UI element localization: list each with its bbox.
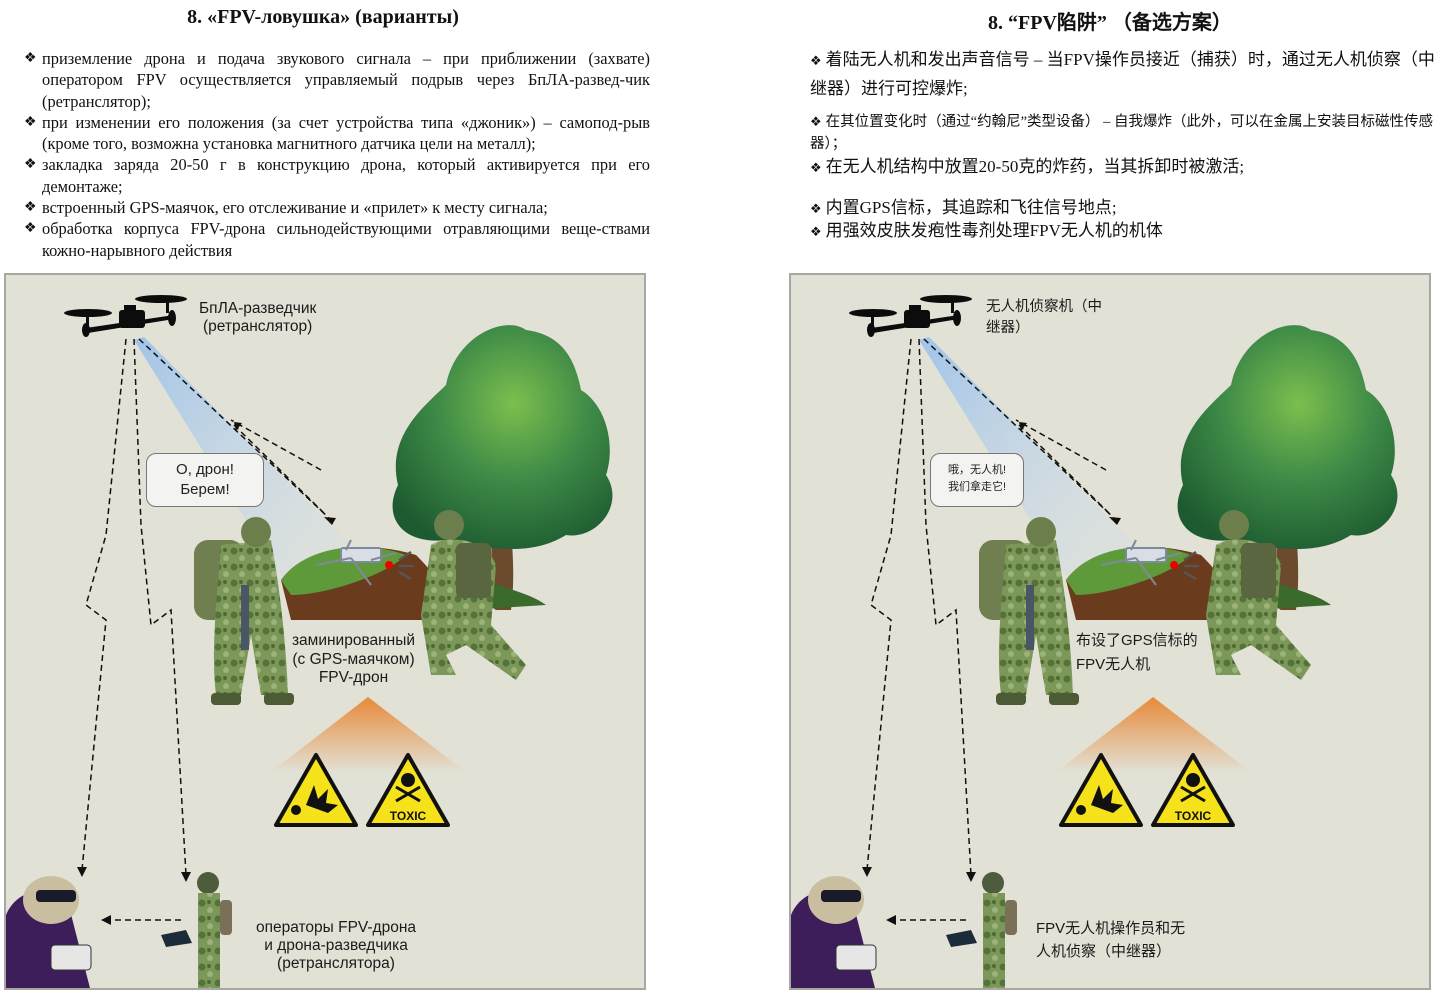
toxic-warning-sign: TOXIC — [1151, 753, 1235, 827]
crouching-soldier — [1206, 510, 1311, 680]
diamond-bullet-icon: ❖ — [810, 114, 822, 129]
bullet-item: ❖内置GPS信标，其追踪和飞往信号地点; — [810, 198, 1117, 217]
soldier-with-backpack — [194, 517, 294, 705]
bullet-item: ❖用强效皮肤发疱性毒剂处理FPV无人机的机体 — [810, 221, 1163, 240]
recon-drone-icon — [64, 295, 187, 337]
speech-bubble: 哦，无人机! 我们拿走它! — [930, 453, 1024, 507]
slide-title: 8. “FPV陷阱” （备选方案） — [988, 12, 1232, 34]
arrow-heads — [862, 422, 1121, 925]
bullet-item: ❖при изменении его положения (за счет ус… — [24, 112, 650, 154]
soldier-with-backpack — [979, 517, 1079, 705]
mined-drone-label: 布设了GPS信标的 FPV无人机 — [1076, 632, 1198, 673]
diamond-bullet-icon: ❖ — [810, 160, 822, 175]
bullet-list: ❖在无人机结构中放置20-50克的炸药，当其拆卸时被激活; — [810, 155, 1440, 180]
sound-signal-icon — [1183, 550, 1199, 581]
fpv-trap-illustration: TOXIC — [6, 295, 613, 988]
bullet-item: ❖在其位置变化时（通过“约翰尼”类型设备） – 自我爆炸（此外，可以在金属上安装… — [810, 114, 1434, 152]
operators-label: операторы FPV-дрона и дрона-разведчика (… — [255, 919, 417, 972]
recon-operator-figure — [946, 872, 1017, 988]
explosive-warning-sign — [274, 753, 358, 827]
diagram-panel: TOXIC БпЛА-разведчик (ретранслятор) О — [4, 273, 646, 990]
bullet-list: ❖приземление дрона и подача звукового си… — [24, 48, 650, 261]
recon-drone-label: БпЛА-разведчик (ретранслятор) — [199, 300, 317, 335]
operators-label: FPV无人机操作员和无 人机侦察（中继器） — [1036, 920, 1186, 960]
camera-beam — [919, 337, 1146, 625]
bullet-item: ❖приземление дрона и подача звукового си… — [24, 49, 650, 111]
russian-slide: 8. «FPV-ловушка» (варианты) ❖приземление… — [0, 0, 660, 1000]
recon-operator-figure — [161, 872, 232, 988]
bullet-list: ❖内置GPS信标，其追踪和飞往信号地点; ❖用强效皮肤发疱性毒剂处理FPV无人机… — [810, 197, 1440, 243]
bullet-item: ❖着陆无人机和发出声音信号 – 当FPV操作员接近（捕获）时，通过无人机侦察（中… — [810, 50, 1435, 98]
diagram-panel: TOXIC 无人机侦察机（中 继器） 哦，无人机! 我们拿走它! — [789, 273, 1431, 990]
slide-title: 8. «FPV-ловушка» (варианты) — [187, 6, 459, 28]
diamond-bullet-icon: ❖ — [810, 224, 822, 239]
fpv-drone-icon — [315, 539, 397, 586]
signal-links — [81, 338, 332, 921]
signal-links — [866, 338, 1117, 921]
diamond-bullet-icon: ❖ — [810, 201, 822, 216]
arrow-heads — [77, 422, 336, 925]
diamond-bullet-icon: ❖ — [24, 114, 37, 130]
blast-cone — [1056, 697, 1251, 772]
fpv-trap-illustration: TOXIC — [791, 295, 1398, 988]
fpv-drone-icon — [1100, 539, 1182, 586]
svg-text:TOXIC: TOXIC — [1175, 809, 1212, 823]
fpv-operator-figure — [791, 876, 877, 988]
chinese-slide: 8. “FPV陷阱” （备选方案） ❖着陆无人机和发出声音信号 – 当FPV操作… — [780, 0, 1440, 1000]
diamond-bullet-icon: ❖ — [24, 51, 37, 66]
bullet-item: ❖обработка корпуса FPV-дрона сильнодейст… — [24, 219, 650, 260]
diamond-bullet-icon: ❖ — [810, 53, 822, 68]
bullet-item: ❖встроенный GPS-маячок, его отслеживание… — [24, 198, 548, 218]
mined-drone-label: заминированный (с GPS-маячком) FPV-дрон — [291, 632, 416, 686]
diamond-bullet-icon: ❖ — [24, 200, 37, 216]
recon-drone-icon — [849, 295, 972, 337]
speech-bubble: О, дрон! Берем! — [146, 453, 264, 507]
explosive-warning-sign — [1059, 753, 1143, 827]
recon-drone-label: 无人机侦察机（中 继器） — [986, 299, 1102, 336]
bullet-list: ❖着陆无人机和发出声音信号 – 当FPV操作员接近（捕获）时，通过无人机侦察（中… — [810, 46, 1440, 103]
fpv-operator-figure — [6, 876, 92, 988]
diamond-bullet-icon: ❖ — [24, 221, 37, 237]
bullet-list: ❖在其位置变化时（通过“约翰尼”类型设备） – 自我爆炸（此外，可以在金属上安装… — [810, 111, 1440, 155]
blast-cone — [271, 697, 466, 772]
sound-signal-icon — [398, 550, 414, 581]
bullet-item: ❖在无人机结构中放置20-50克的炸药，当其拆卸时被激活; — [810, 157, 1245, 176]
bullet-item: ❖закладка заряда 20-50 г в конструкцию д… — [24, 155, 650, 196]
toxic-warning-sign: TOXIC — [366, 753, 450, 827]
diamond-bullet-icon: ❖ — [24, 157, 37, 173]
svg-text:TOXIC: TOXIC — [390, 809, 427, 823]
crouching-soldier — [421, 510, 526, 680]
